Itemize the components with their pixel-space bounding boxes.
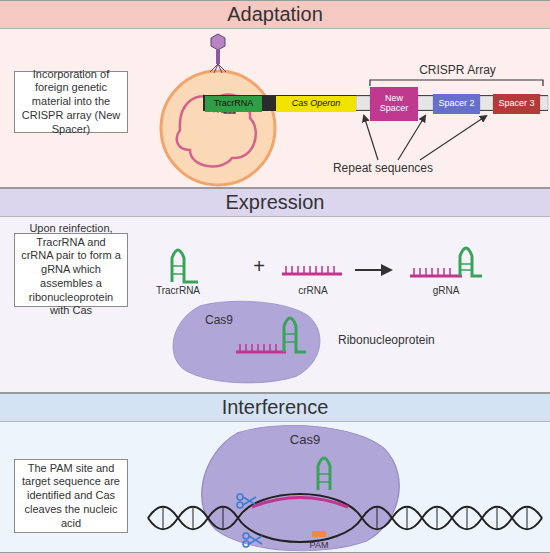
spacer-segment: Spacer 3 (493, 94, 540, 114)
cas9-protein: Cas9 (168, 299, 328, 385)
section-title: Adaptation (227, 3, 323, 26)
protein-outline (202, 425, 399, 550)
section-title: Interference (222, 396, 329, 419)
description-box: The PAM site and target sequence are ide… (14, 459, 128, 533)
array-label: CRISPR Array (400, 64, 515, 78)
segment-label: Spacer 2 (438, 99, 474, 109)
section-title: Expression (226, 191, 325, 214)
protein-outline (173, 301, 320, 383)
spacer-segment: Spacer 2 (433, 94, 480, 114)
molecule-label: TracrRNA (148, 285, 208, 297)
segment-label: Spacer 3 (498, 99, 534, 109)
section-band: ExpressionUpon reinfection, TracrRNA and… (0, 188, 550, 393)
description-box: Incorporation of foreign genetic materia… (14, 71, 128, 133)
section-header: Adaptation (0, 1, 550, 29)
gene-segment: TracrRNA (205, 96, 262, 112)
description-box: Upon reinfection, TracrRNA and crRNA pai… (14, 233, 128, 307)
cas9-protein: Cas9 (195, 422, 410, 553)
protein-shape (168, 299, 328, 385)
segment-label: Cas Operon (292, 99, 341, 109)
gene-segment: Cas Operon (276, 96, 356, 112)
description-text: Upon reinfection, TracrRNA and crRNA pai… (20, 222, 122, 318)
bacterium (161, 71, 275, 185)
description-text: The PAM site and target sequence are ide… (20, 462, 122, 531)
protein-label: Cas9 (277, 432, 333, 447)
protein-label: Cas9 (194, 313, 244, 327)
section-header: Expression (0, 189, 550, 217)
process-arrow (355, 269, 390, 271)
pam-site (312, 531, 326, 537)
description-text: Incorporation of foreign genetic materia… (20, 68, 122, 137)
annotation-label: Repeat sequences (318, 162, 448, 176)
plus-sign: + (248, 255, 270, 278)
site-label: PAM (300, 540, 338, 550)
molecule-label: Ribonucleoprotein (338, 334, 458, 348)
segment-label: TracrRNA (214, 99, 254, 109)
section-band: AdaptationIncorporation of foreign genet… (0, 0, 550, 188)
molecule-label: crRNA (285, 285, 341, 297)
molecule-label: gRNA (418, 285, 474, 297)
spacer-segment: New Spacer (370, 87, 418, 121)
section-header: Interference (0, 394, 550, 422)
segment-label: New Spacer (370, 94, 418, 114)
